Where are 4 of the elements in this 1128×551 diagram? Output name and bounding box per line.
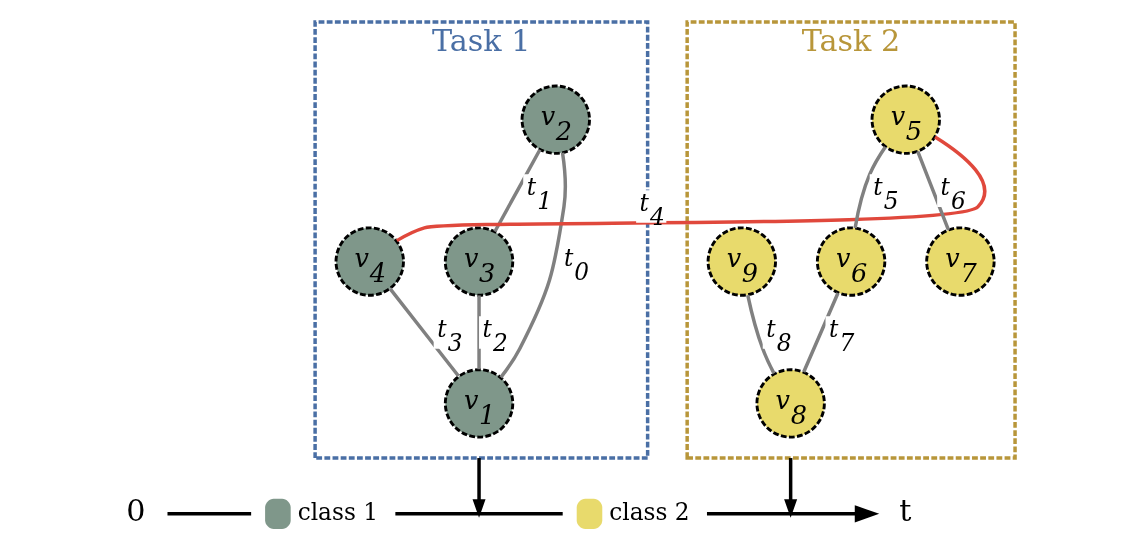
legend-label: class 2 [608,497,690,525]
legend-label: class 1 [297,497,378,525]
label: t [898,493,912,529]
label: 0 [125,493,145,529]
